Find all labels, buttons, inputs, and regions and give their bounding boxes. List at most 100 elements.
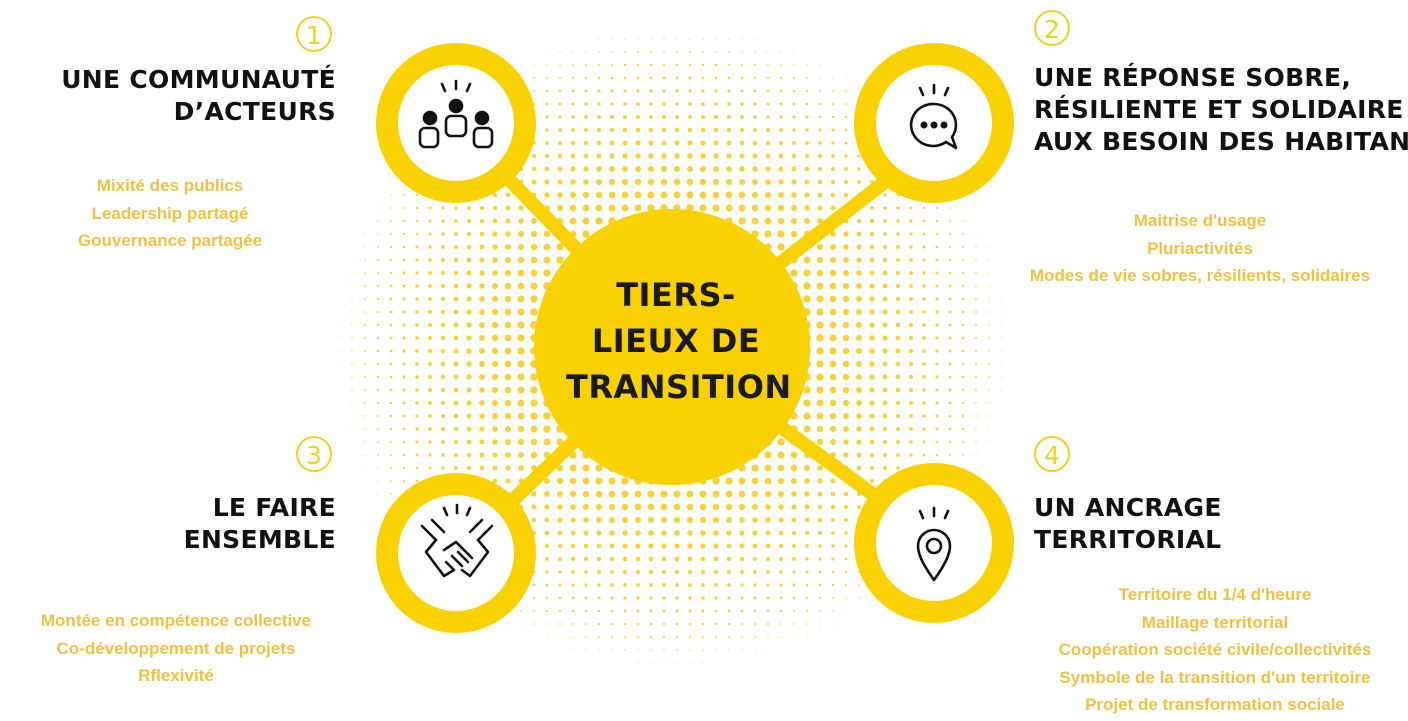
detail-item: Pluriactivités	[1147, 238, 1253, 258]
halftone-dot	[689, 662, 691, 664]
halftone-dot	[780, 64, 782, 66]
halftone-dot	[376, 336, 380, 340]
halftone-dot	[790, 464, 798, 472]
halftone-dot	[610, 596, 614, 600]
halftone-dot	[415, 427, 419, 431]
halftone-dot	[662, 89, 666, 93]
halftone-dot	[935, 206, 939, 210]
halftone-dot	[856, 400, 862, 406]
halftone-dot	[454, 232, 458, 236]
detail-item: Symbole de la transition d'un territoire	[1059, 667, 1371, 687]
halftone-dot	[558, 570, 562, 574]
halftone-dot	[805, 89, 809, 93]
halftone-dot	[948, 245, 952, 249]
halftone-dot	[364, 454, 366, 456]
halftone-dot	[764, 191, 772, 199]
halftone-dot	[843, 413, 849, 419]
halftone-dot	[518, 231, 524, 237]
pillar-title-4: UN ANCRAGE TERRITORIAL	[1034, 492, 1222, 556]
halftone-dot	[790, 217, 798, 225]
node-1	[376, 43, 536, 203]
halftone-dot	[844, 557, 848, 561]
halftone-dot	[805, 557, 809, 561]
halftone-dot	[895, 296, 901, 302]
halftone-dot	[585, 649, 587, 651]
halftone-dot	[726, 517, 732, 523]
halftone-dot	[517, 360, 525, 368]
halftone-dot	[440, 348, 446, 354]
halftone-dot	[518, 205, 524, 211]
halftone-dot	[466, 296, 472, 302]
halftone-dot	[559, 636, 561, 638]
halftone-dot	[402, 336, 406, 340]
halftone-dot	[428, 245, 432, 249]
halftone-dot	[909, 219, 913, 223]
halftone-dot	[830, 504, 836, 510]
halftone-dot	[415, 284, 419, 288]
halftone-dot	[674, 543, 680, 549]
halftone-dot	[1001, 324, 1003, 326]
halftone-dot	[856, 465, 862, 471]
halftone-dot	[726, 530, 732, 536]
halftone-dot	[845, 77, 847, 79]
halftone-dot	[351, 350, 353, 352]
halftone-dot	[466, 426, 472, 432]
halftone-dot	[623, 63, 627, 67]
halftone-dot	[557, 192, 563, 198]
halftone-dot	[909, 414, 913, 418]
halftone-dot	[402, 349, 406, 353]
halftone-dot	[595, 477, 603, 485]
halftone-dot	[517, 386, 525, 394]
halftone-dot	[364, 467, 366, 469]
halftone-dot	[701, 622, 705, 626]
halftone-dot	[544, 491, 550, 497]
halftone-dot	[882, 348, 888, 354]
halftone-dot	[922, 401, 926, 405]
halftone-dot	[702, 649, 704, 651]
halftone-dot	[415, 336, 419, 340]
halftone-dot	[676, 662, 678, 664]
halftone-dot	[922, 245, 926, 249]
halftone-dot	[621, 477, 629, 485]
halftone-dot	[364, 285, 366, 287]
halftone-dot	[806, 77, 808, 79]
halftone-dot	[777, 217, 785, 225]
halftone-dot	[647, 178, 655, 186]
halftone-dot	[428, 453, 432, 457]
halftone-dot	[791, 517, 797, 523]
halftone-dot	[935, 310, 939, 314]
halftone-dot	[662, 76, 666, 80]
halftone-dot	[961, 388, 965, 392]
halftone-dot	[556, 243, 564, 251]
halftone-dot	[338, 350, 340, 352]
halftone-dot	[570, 530, 576, 536]
halftone-dot	[896, 219, 900, 223]
halftone-dot	[636, 63, 640, 67]
halftone-dot	[753, 115, 757, 119]
halftone-dot	[882, 400, 888, 406]
halftone-dot	[595, 217, 603, 225]
halftone-dot	[858, 90, 860, 92]
halftone-dot	[830, 244, 836, 250]
halftone-dot	[882, 361, 888, 367]
halftone-dot	[777, 451, 785, 459]
halftone-dot	[597, 596, 601, 600]
halftone-dot	[842, 373, 850, 381]
halftone-dot	[440, 387, 446, 393]
halftone-dot	[712, 191, 720, 199]
halftone-dot	[376, 388, 380, 392]
halftone-dot	[466, 257, 472, 263]
halftone-dot	[428, 258, 432, 262]
halftone-dot	[598, 636, 600, 638]
halftone-dot	[662, 622, 666, 626]
halftone-dot	[673, 490, 681, 498]
halftone-dot	[545, 128, 549, 132]
center-title: TIERS- LIEUX DE TRANSITION	[566, 272, 791, 410]
pillar-number-4: 4	[1034, 436, 1070, 472]
halftone-dot	[376, 349, 380, 353]
halftone-dot	[364, 376, 366, 378]
halftone-dot	[622, 166, 628, 172]
halftone-dot	[675, 596, 679, 600]
halftone-dot	[674, 140, 680, 146]
halftone-dot	[661, 530, 667, 536]
